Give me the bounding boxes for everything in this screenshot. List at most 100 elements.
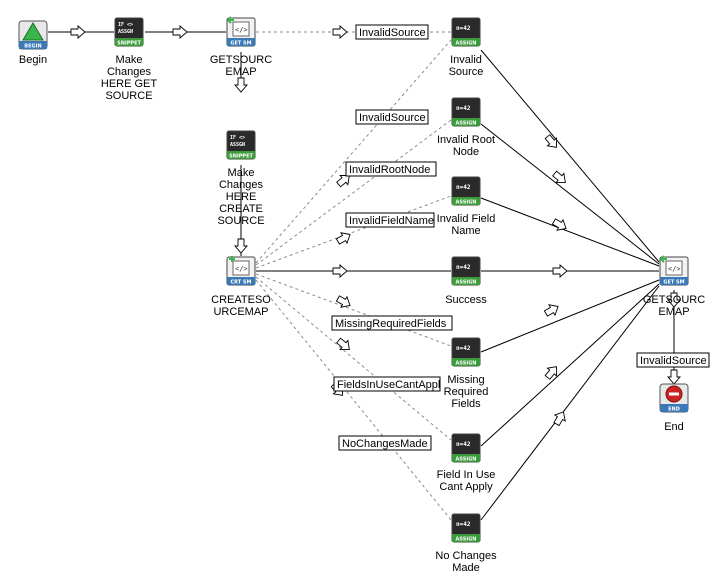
icon-band — [660, 277, 688, 285]
edge-label-text: InvalidRootNode — [349, 164, 430, 176]
assign-icon-text: n=42 — [456, 184, 471, 191]
arrow-marker — [172, 25, 188, 39]
arrow-marker — [336, 337, 350, 351]
node-label-line: No Changes — [435, 550, 497, 562]
edge-label-text: InvalidSource — [359, 27, 426, 39]
node-label-line: Invalid Field — [437, 213, 496, 225]
icon-band — [452, 534, 480, 542]
create-plus-icon — [229, 256, 235, 262]
node-label-line: Changes — [219, 179, 264, 191]
arrow-marker — [335, 295, 351, 308]
edge-label-text: InvalidFieldName — [349, 215, 434, 227]
node-label-line: Node — [453, 146, 479, 158]
node-label-line: EMAP — [225, 66, 256, 78]
snippet-icon-text: ASSGN — [118, 29, 133, 35]
icon-caption: ASSIGN — [456, 457, 477, 463]
node-label-line: HERE GET — [101, 78, 158, 90]
node-label-line: Changes — [107, 66, 152, 78]
arrow-marker — [336, 174, 350, 188]
snippet-icon-text: IF <> — [118, 22, 133, 28]
arrow-marker — [553, 411, 566, 427]
dashed-connector-line — [255, 119, 452, 266]
dashed-connector-line — [255, 39, 452, 264]
node-label-line: Success — [445, 294, 487, 306]
node-label-line: GETSOURC — [210, 54, 272, 66]
edge-label: MissingRequiredFields — [331, 315, 453, 331]
icon-band — [227, 151, 255, 159]
icon-band — [452, 197, 480, 205]
icon-caption: CRT SM — [230, 280, 251, 286]
get-arrow-icon — [227, 16, 234, 24]
node-label-line: End — [664, 421, 684, 433]
edge-label-box — [636, 352, 710, 368]
code-page-shape — [232, 21, 250, 37]
arrow-marker — [551, 218, 567, 231]
edge-label-text: InvalidSource — [359, 112, 426, 124]
icon-band — [115, 38, 143, 46]
edge-label: InvalidSource — [355, 24, 429, 40]
icon-band — [660, 404, 688, 412]
icon-band — [227, 277, 255, 285]
arrow-marker — [552, 170, 566, 184]
node-label-line: Make — [228, 167, 255, 179]
code-brackets-glyph: </> — [235, 26, 248, 34]
dashed-connector-line — [255, 276, 452, 441]
edge-label-box — [331, 315, 453, 331]
node-label: Success — [445, 294, 487, 306]
icon-caption: ASSIGN — [456, 280, 477, 286]
edge-label-box — [355, 24, 429, 40]
end-icon: END — [659, 383, 689, 413]
icon-caption: ASSIGN — [456, 41, 477, 47]
begin-triangle — [22, 22, 44, 41]
node-end[interactable]: END End — [659, 383, 689, 433]
edge-label-text: MissingRequiredFields — [335, 318, 447, 330]
assign-icon-text: n=42 — [456, 105, 471, 112]
get-arrow-icon — [660, 255, 667, 263]
edge-label: InvalidSource — [355, 109, 429, 125]
begin-icon: BEGIN — [18, 20, 48, 50]
arrow-marker — [544, 134, 558, 148]
node-label-line: Invalid — [450, 54, 482, 66]
connector-line — [480, 279, 660, 353]
connector-line — [480, 123, 660, 265]
node-label-line: Field In Use — [437, 469, 496, 481]
edge-label: InvalidFieldName — [345, 212, 435, 228]
code-page-shape — [232, 260, 250, 276]
icon-caption: ASSIGN — [456, 361, 477, 367]
get-sm-icon: </>GET SM — [659, 255, 689, 286]
node-label-line: CREATE — [219, 203, 263, 215]
icon-band — [452, 277, 480, 285]
edge-label-box — [338, 435, 432, 451]
icon-caption: GET SM — [230, 41, 251, 47]
edge-labels-layer: InvalidSourceInvalidSourceInvalidRootNod… — [331, 24, 710, 451]
dashed-connector-line — [255, 195, 452, 269]
arrow-marker — [667, 292, 681, 308]
arrow-marker — [552, 264, 568, 278]
code-brackets-glyph: </> — [668, 265, 681, 273]
arrow-marker — [335, 232, 351, 245]
arrow-marker — [332, 264, 348, 278]
